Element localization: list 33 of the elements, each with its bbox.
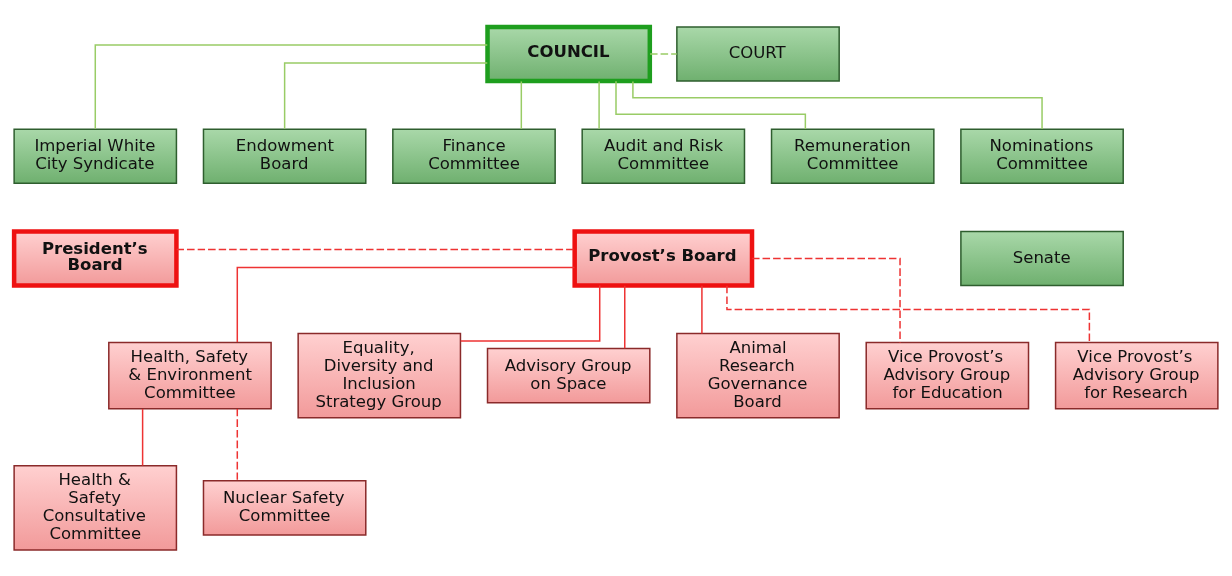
- connector: [624, 284, 626, 349]
- node-box: COUNCIL: [485, 24, 653, 83]
- connector: [460, 284, 601, 342]
- node-box: Senate: [960, 230, 1124, 286]
- node-box: Provost’s Board: [572, 228, 755, 288]
- node-box: Nominations Committee: [960, 127, 1124, 184]
- node-box: Finance Committee: [392, 127, 556, 184]
- node-box: Endowment Board: [202, 127, 367, 184]
- node-box: President’s Board: [11, 228, 179, 288]
- connector: [520, 80, 523, 130]
- node-box: Advisory Group on Space: [486, 347, 651, 403]
- connector: [94, 43, 489, 129]
- connector: [236, 407, 239, 482]
- node-box: Audit and Risk Committee: [581, 127, 746, 184]
- connector: [598, 80, 600, 130]
- node-box: Nuclear Safety Committee: [202, 479, 367, 536]
- node-box: Equality, Diversity and Inclusion Strategy Group: [297, 332, 462, 418]
- connector: [283, 61, 488, 130]
- node-box: Animal Research Governance Board: [676, 332, 840, 418]
- node-box: Health, Safety & Environment Committee: [108, 341, 272, 409]
- node-box: Remuneration Committee: [770, 127, 935, 184]
- connector: [701, 284, 703, 334]
- node-box: Imperial White City Syndicate: [13, 127, 178, 184]
- node-box: Vice Provost’s Advisory Group for Research: [1054, 341, 1219, 409]
- connector: [726, 284, 1091, 343]
- connector: [175, 248, 576, 250]
- connector: [236, 266, 576, 343]
- connector: [632, 80, 1043, 130]
- node-box: Health & Safety Consultative Committee: [13, 464, 178, 551]
- node-box: COURT: [676, 25, 840, 82]
- connector: [141, 407, 144, 466]
- connector: [649, 52, 678, 55]
- node-box: Vice Provost’s Advisory Group for Education: [865, 341, 1030, 409]
